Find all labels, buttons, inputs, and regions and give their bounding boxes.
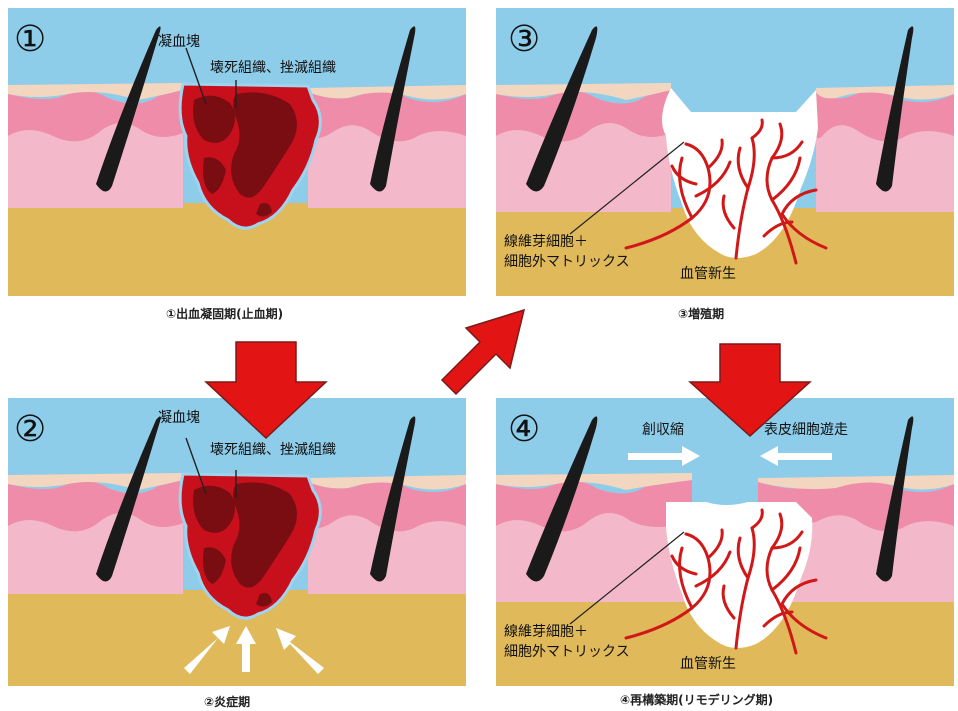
arrow-down-1-to-2 — [204, 340, 328, 440]
panel-1-illustration — [8, 8, 466, 296]
panel-3-proliferation: ③ 線維芽細胞＋ 細胞外マトリックス 血管新生 — [496, 8, 954, 296]
arrow-diagonal-2-to-3 — [438, 306, 534, 396]
label-clot: 凝血塊 — [158, 34, 200, 50]
label-angiogenesis: 血管新生 — [680, 266, 736, 282]
step-number-2: ② — [14, 412, 46, 448]
label-fibroblast: 線維芽細胞＋ — [504, 624, 588, 640]
panel-1-hemostasis: ① 凝血塊 壊死組織、挫滅組織 — [8, 8, 466, 296]
panel-4-illustration — [496, 398, 954, 686]
label-necrotic-tissue: 壊死組織、挫滅組織 — [210, 60, 336, 76]
panel-2-inflammation: ② 凝血塊 壊死組織、挫滅組織 — [8, 398, 466, 686]
label-extracellular-matrix: 細胞外マトリックス — [504, 254, 630, 270]
step-number-1: ① — [14, 22, 46, 58]
step-number-4: ④ — [508, 412, 540, 448]
arrow-down-3-to-4 — [688, 342, 812, 438]
label-necrotic-tissue: 壊死組織、挫滅組織 — [210, 442, 336, 458]
step-number-3: ③ — [508, 22, 540, 58]
label-extracellular-matrix: 細胞外マトリックス — [504, 644, 630, 660]
caption-2: ②炎症期 — [204, 693, 250, 710]
panel-3-illustration — [496, 8, 954, 296]
caption-3: ③増殖期 — [678, 305, 724, 322]
caption-4: ④再構築期(リモデリング期) — [620, 691, 773, 708]
label-clot: 凝血塊 — [158, 410, 200, 426]
label-wound-contraction: 創収縮 — [642, 422, 684, 438]
panel-4-remodeling: ④ 創収縮 表皮細胞遊走 線維芽細胞＋ 細胞外マトリックス 血管新生 — [496, 398, 954, 686]
label-fibroblast: 線維芽細胞＋ — [504, 234, 588, 250]
caption-1: ①出血凝固期(止血期) — [166, 305, 283, 322]
label-angiogenesis: 血管新生 — [680, 656, 736, 672]
